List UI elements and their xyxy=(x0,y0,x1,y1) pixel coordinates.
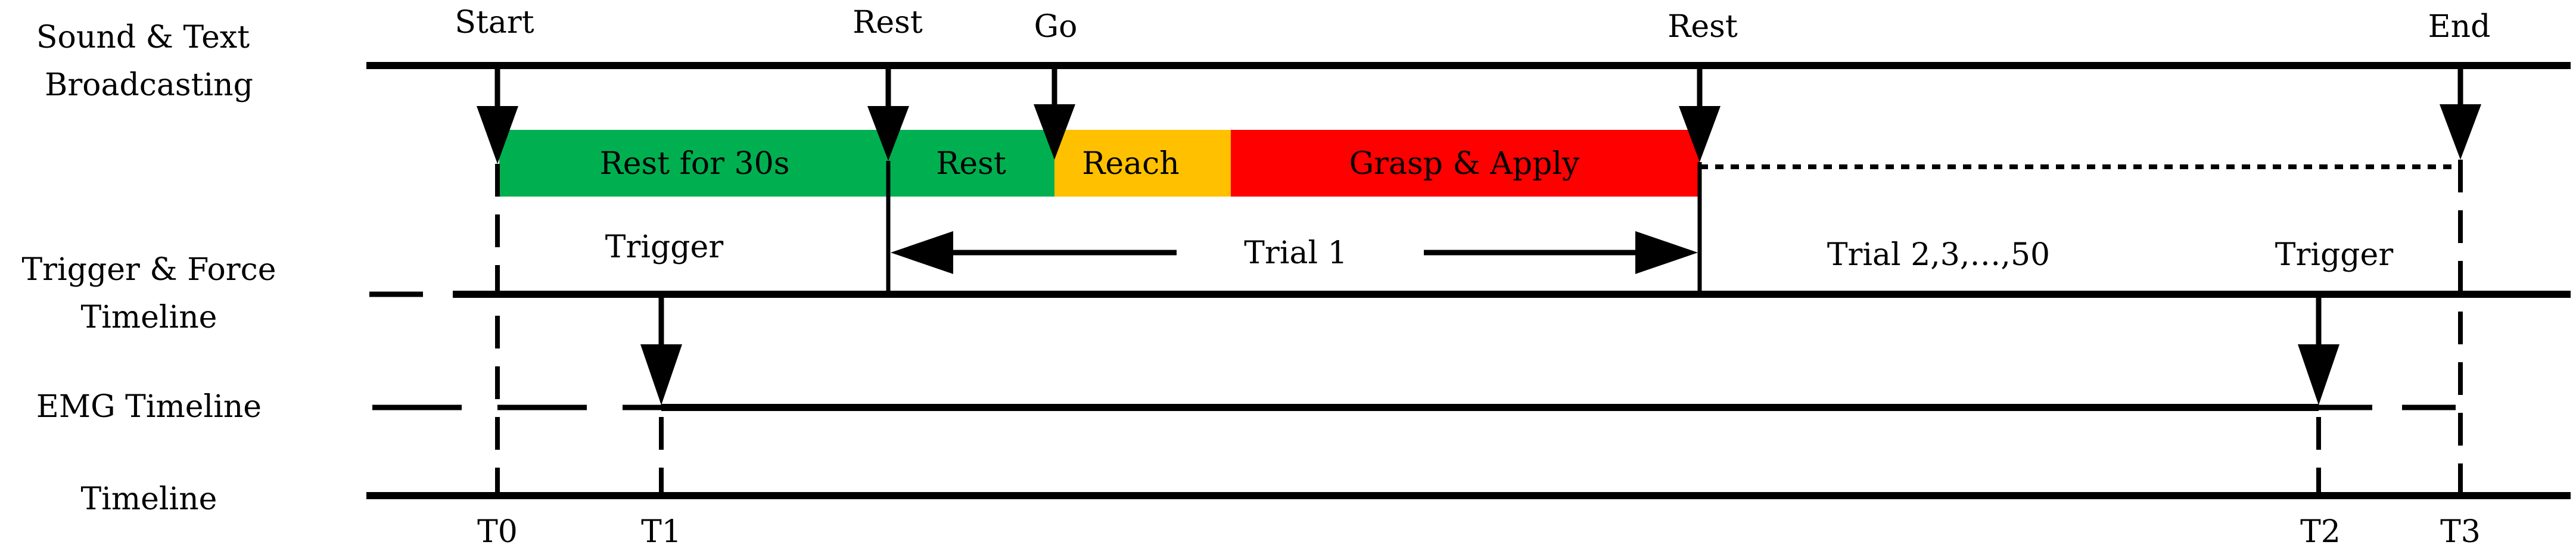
arrow-trigger-left-head xyxy=(640,344,682,405)
row-label-trigger-force-line1: Trigger & Force xyxy=(21,252,276,288)
phase-label-grasp-apply: Grasp & Apply xyxy=(1349,146,1580,182)
row-label-emg: EMG Timeline xyxy=(36,389,262,425)
event-label-start: Start xyxy=(455,5,534,41)
annotation-trials-rest: Trial 2,3,…,50 xyxy=(1827,237,2050,273)
phase-block-reach xyxy=(1054,130,1231,197)
phase-block-rest xyxy=(888,130,1054,197)
arrow-rest-1-head xyxy=(867,106,909,161)
phase-label-rest: Rest xyxy=(936,146,1006,182)
time-point-t2: T2 xyxy=(2300,514,2341,550)
time-point-t3: T3 xyxy=(2440,514,2481,550)
trial-1-arrow-right-head xyxy=(1635,231,1698,274)
arrow-rest-2-head xyxy=(1679,106,1721,162)
arrow-start-head xyxy=(477,106,518,164)
annotation-trigger-right: Trigger xyxy=(2275,237,2394,273)
row-label-sound-text-line2: Broadcasting xyxy=(45,67,253,103)
annotation-trigger-left: Trigger xyxy=(605,229,724,265)
phase-label-rest-30s: Rest for 30s xyxy=(600,146,790,182)
row-label-trigger-force-line2: Timeline xyxy=(81,300,217,335)
event-label-end: End xyxy=(2428,9,2491,45)
time-point-t0: T0 xyxy=(477,514,518,550)
time-point-t1: T1 xyxy=(641,514,682,550)
row-label-sound-text-line1: Sound & Text xyxy=(36,20,250,55)
row-label-timeline: Timeline xyxy=(81,481,217,517)
phase-block-rest-30s xyxy=(499,130,888,197)
annotation-trial-1: Trial 1 xyxy=(1244,235,1347,271)
arrow-trigger-right-head xyxy=(2298,344,2339,405)
phase-label-reach: Reach xyxy=(1082,146,1180,182)
trial-1-arrow-left-head xyxy=(891,231,953,274)
event-label-rest-2: Rest xyxy=(1667,9,1738,45)
arrow-go-head xyxy=(1034,104,1075,160)
event-label-rest-1: Rest xyxy=(853,5,923,41)
phase-block-grasp-apply xyxy=(1231,130,1700,197)
event-label-go: Go xyxy=(1034,9,1078,45)
arrow-end-head xyxy=(2440,104,2481,160)
